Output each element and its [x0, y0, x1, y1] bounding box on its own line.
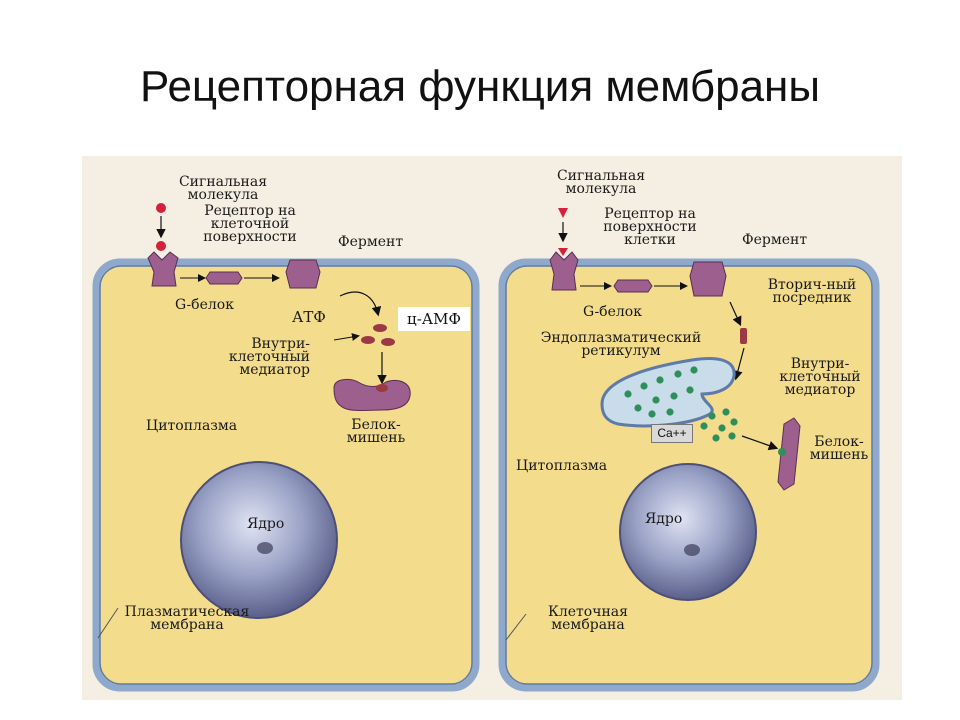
left-atp-label: АТФ — [292, 308, 326, 326]
left-g-protein-label: G-белок — [175, 297, 234, 313]
left-membrane-label: Плазматическая мембрана — [124, 604, 250, 633]
right-signal-molecule-label: Сигнальная молекула — [556, 168, 646, 197]
receptor-diagram — [92, 203, 880, 692]
right-receptor-shape — [549, 251, 579, 291]
right-membrane-label: Клеточная мембрана — [548, 604, 628, 633]
left-cytoplasm-label: Цитоплазма — [146, 418, 238, 434]
right-target-protein-label: Белок-мишень — [809, 434, 869, 463]
left-g-protein-shape — [205, 271, 243, 285]
right-nucleus-shape — [619, 463, 757, 601]
left-enzyme-label: Фермент — [338, 234, 404, 250]
right-cytoplasm-label: Цитоплазма — [516, 458, 608, 474]
right-enzyme-label: Фермент — [742, 232, 808, 248]
left-camp-label: ц-АМФ — [398, 307, 470, 331]
right-g-protein-label: G-белок — [583, 304, 642, 320]
er-calcium-dots — [624, 366, 698, 418]
right-secondary-messenger-label: Вторич-ный посредник — [767, 277, 857, 306]
left-signal-molecule-dot — [156, 203, 166, 213]
right-nucleus-label: Ядро — [645, 511, 683, 527]
left-target-protein-shape — [333, 379, 411, 411]
left-nucleus-label: Ядро — [247, 516, 285, 532]
right-receptor-label: Рецептор на поверхности клетки — [603, 206, 697, 248]
left-signal-molecule-label: Сигнальная молекула — [178, 174, 268, 203]
right-g-protein-shape — [613, 279, 653, 293]
left-receptor-shape — [147, 251, 179, 287]
slide-title: Рецепторная функция мембраны — [140, 62, 820, 111]
right-signal-molecule-shape — [558, 208, 568, 218]
left-target-protein-label: Белок-мишень — [346, 417, 406, 446]
right-enzyme-shape — [689, 261, 727, 297]
right-target-protein-shape — [777, 417, 801, 491]
calcium-label: Ca++ — [651, 424, 693, 443]
right-er-label: Эндоплазматический ретикулум — [540, 330, 702, 359]
left-nucleus-shape — [180, 461, 338, 619]
left-receptor-label: Рецептор на клеточной поверхности — [203, 203, 297, 245]
released-calcium-dots — [700, 408, 738, 442]
right-mediator-label: Внутри-клеточный медиатор — [779, 356, 861, 398]
left-mediator-label: Внутри-клеточный медиатор — [228, 336, 310, 378]
left-enzyme-shape — [285, 259, 321, 289]
